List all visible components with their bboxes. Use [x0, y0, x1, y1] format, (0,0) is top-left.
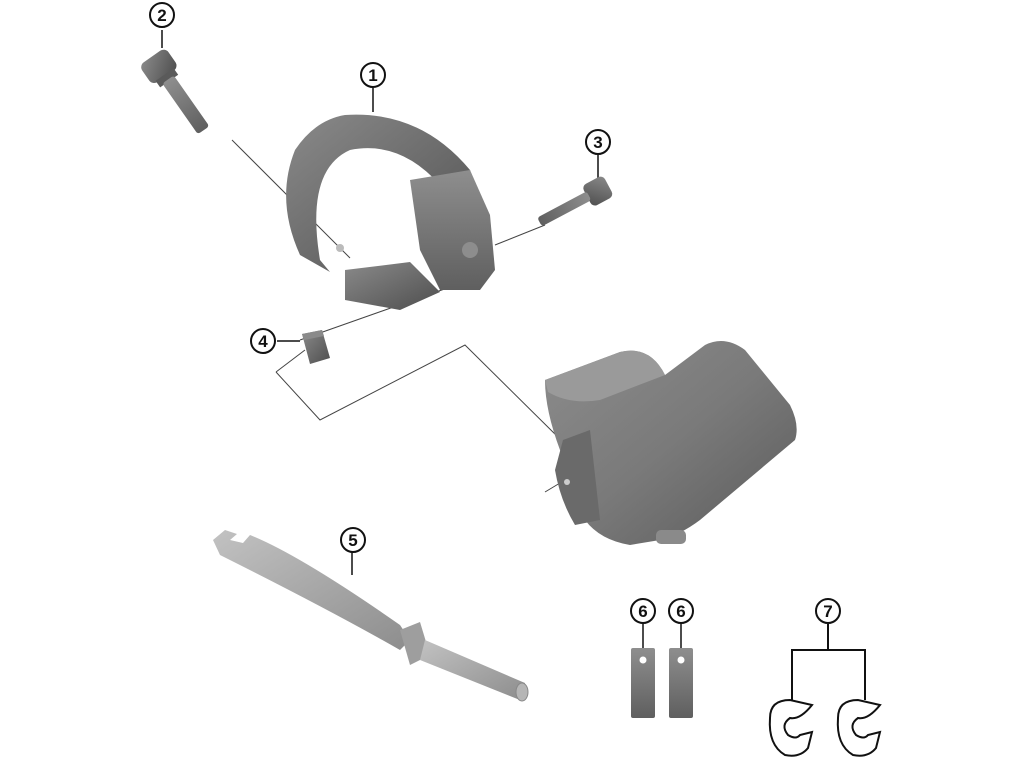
nut-part	[277, 330, 330, 364]
callout-6b: 6	[668, 598, 694, 624]
cord-holders-part	[768, 624, 882, 757]
callout-1: 1	[360, 62, 386, 88]
plug-tool-part	[213, 530, 529, 702]
cover-body-part	[545, 341, 797, 545]
callout-2: 2	[149, 2, 175, 28]
assembly-lines	[231, 139, 566, 493]
callout-3: 3	[585, 129, 611, 155]
callout-5: 5	[340, 527, 366, 553]
callout-7: 7	[815, 598, 841, 624]
callout-6a: 6	[630, 598, 656, 624]
clamp-band-part	[286, 88, 495, 310]
fixing-bolt-part	[538, 155, 613, 226]
callout-4: 4	[250, 328, 276, 354]
dummy-plugs-part	[631, 624, 693, 718]
clamp-bolt-part	[141, 30, 209, 134]
